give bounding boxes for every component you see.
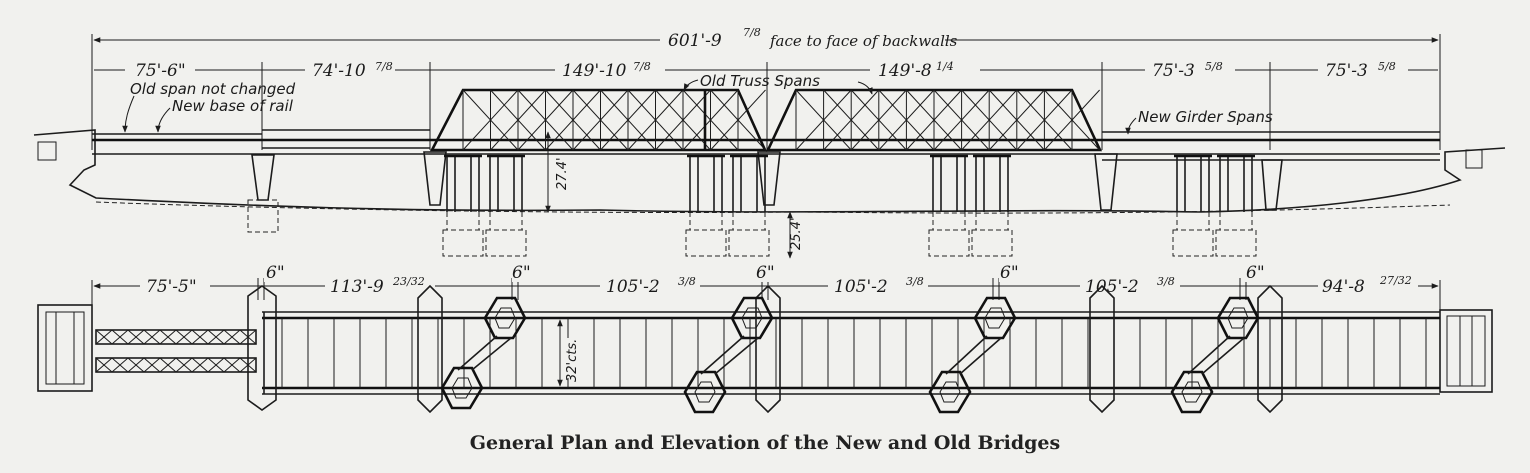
plan-span-lattice — [95, 329, 257, 373]
plan-gap-5: 6" — [1246, 263, 1265, 283]
span-4-frac: 1/4 — [936, 60, 954, 73]
overall-length-frac: 7/8 — [743, 26, 761, 39]
plan-deck: 32'cts. — [262, 311, 1440, 395]
span-6-length: 75'-3 — [1325, 61, 1368, 81]
new-rail-label: New base of rail — [172, 97, 294, 115]
elevation-view: 601'-9 7/8 face to face of backwalls 75'… — [33, 26, 1506, 259]
span-dimensions: 75'-6" 74'-10 7/8 149'-10 7/8 149'-8 1/4… — [94, 60, 1438, 150]
span-6-frac: 5/8 — [1378, 60, 1396, 73]
plan-view: 75'-5" 6" 113'-9 23/32 6" 105'-2 3/8 6" … — [37, 263, 1493, 414]
span-2-length: 74'-10 — [312, 61, 366, 81]
plan-span-5-frac: 3/8 — [1157, 275, 1175, 288]
plan-span-6-frac: 27/32 — [1379, 274, 1412, 287]
plan-span-3: 105'-2 — [606, 277, 660, 297]
plan-abutments — [37, 304, 1493, 393]
plan-span-6: 94'-8 — [1322, 277, 1365, 297]
plan-span-4-frac: 3/8 — [906, 275, 924, 288]
piers — [247, 151, 1283, 257]
elevation-annotations: Old span not changed New base of rail Ol… — [122, 72, 1273, 259]
figure-caption: General Plan and Elevation of the New an… — [469, 432, 1061, 454]
overall-dimension: 601'-9 7/8 face to face of backwalls — [91, 26, 1441, 150]
span-1-length: 75'-6" — [135, 61, 186, 81]
span-5-frac: 5/8 — [1205, 60, 1223, 73]
bridge-drawing: 601'-9 7/8 face to face of backwalls 75'… — [33, 26, 1506, 414]
plan-gap-2: 6" — [512, 263, 531, 283]
span-2-frac: 7/8 — [375, 60, 393, 73]
deck — [92, 129, 1440, 161]
plan-gap-4: 6" — [1000, 263, 1019, 283]
truss-2 — [765, 88, 1103, 152]
plan-span-2: 113'-9 — [330, 277, 384, 297]
overall-length: 601'-9 — [668, 31, 722, 51]
plan-span-2-frac: 23/32 — [392, 275, 425, 288]
truss-1 — [429, 88, 768, 152]
plan-piers — [247, 284, 1283, 414]
plan-width-dim: 32'cts. — [565, 339, 580, 382]
span-3-frac: 7/8 — [633, 60, 651, 73]
overall-note: face to face of backwalls — [769, 32, 958, 50]
old-truss-label: Old Truss Spans — [700, 72, 820, 90]
new-girder-label: New Girder Spans — [1138, 108, 1273, 126]
height-dim-1: 27.4' — [555, 157, 570, 190]
plan-gap-3: 6" — [756, 263, 775, 283]
span-3-length: 149'-10 — [562, 61, 627, 81]
span-5-length: 75'-3 — [1152, 61, 1195, 81]
plan-span-3-frac: 3/8 — [678, 275, 696, 288]
plan-span-5: 105'-2 — [1085, 277, 1139, 297]
ground-profile — [33, 129, 1506, 214]
plan-span-4: 105'-2 — [834, 277, 888, 297]
old-span-label: Old span not changed — [130, 80, 296, 98]
plan-dimensions: 75'-5" 6" 113'-9 23/32 6" 105'-2 3/8 6" … — [91, 263, 1441, 310]
plan-span-1: 75'-5" — [146, 277, 197, 297]
plan-gap-1: 6" — [266, 263, 285, 283]
height-dim-2: 25.4' — [789, 217, 804, 250]
span-4-length: 149'-8 — [878, 61, 932, 81]
